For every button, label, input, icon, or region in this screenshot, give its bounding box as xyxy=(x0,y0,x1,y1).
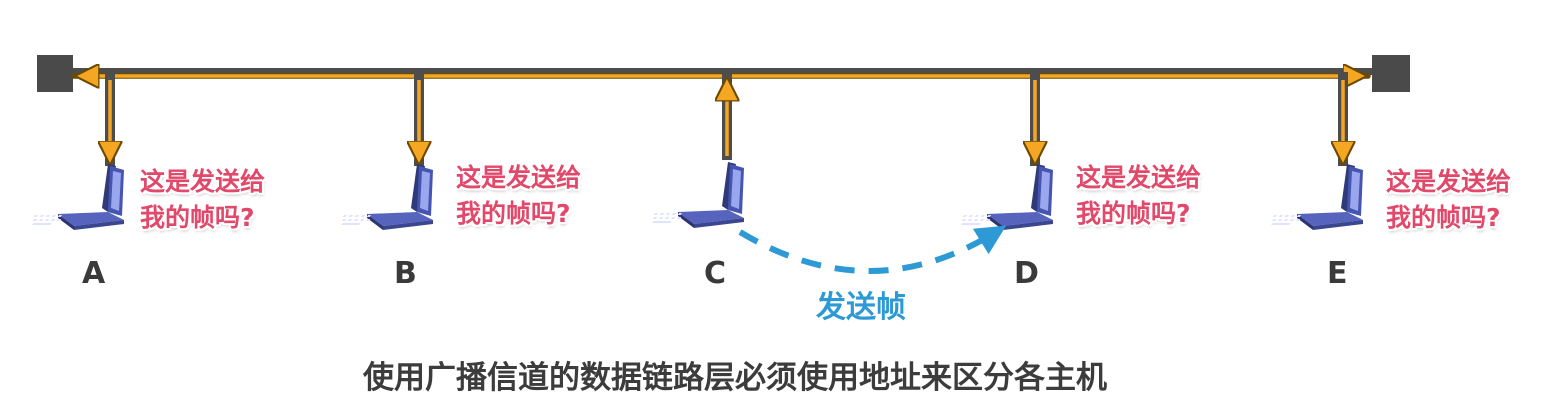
terminator-icon xyxy=(1372,55,1410,92)
query-a: 这是发送给 我的帧吗? xyxy=(140,164,265,236)
query-d: 这是发送给 我的帧吗? xyxy=(1076,160,1201,232)
laptop-icon xyxy=(32,164,125,230)
laptop-icon xyxy=(1271,164,1363,230)
query-a-line1: 这是发送给 xyxy=(140,167,266,196)
frame-label: 发送帧 xyxy=(816,290,906,325)
laptop-icon xyxy=(652,162,744,228)
laptop-icon xyxy=(341,164,433,230)
host-label-d: D xyxy=(1014,256,1039,291)
query-d-line2: 我的帧吗? xyxy=(1076,199,1191,228)
query-e-line2: 我的帧吗? xyxy=(1386,203,1501,232)
query-b-line2: 我的帧吗? xyxy=(456,199,571,228)
query-b: 这是发送给 我的帧吗? xyxy=(456,160,581,232)
frame-path-arrow xyxy=(738,225,1007,274)
host-label-c: C xyxy=(704,256,727,291)
query-a-line2: 我的帧吗? xyxy=(140,203,255,232)
host-label-a: A xyxy=(82,256,106,291)
host-label-b: B xyxy=(394,256,417,291)
host-label-e: E xyxy=(1327,256,1348,291)
query-e-line1: 这是发送给 xyxy=(1386,167,1512,196)
query-b-line1: 这是发送给 xyxy=(456,163,582,192)
terminator-icon xyxy=(37,55,73,92)
bus-cable xyxy=(60,68,1390,75)
caption: 使用广播信道的数据链路层必须使用地址来区分各主机 xyxy=(363,360,1107,396)
query-e: 这是发送给 我的帧吗? xyxy=(1386,164,1511,236)
laptop-icon xyxy=(961,164,1053,230)
query-d-line1: 这是发送给 xyxy=(1076,163,1202,192)
